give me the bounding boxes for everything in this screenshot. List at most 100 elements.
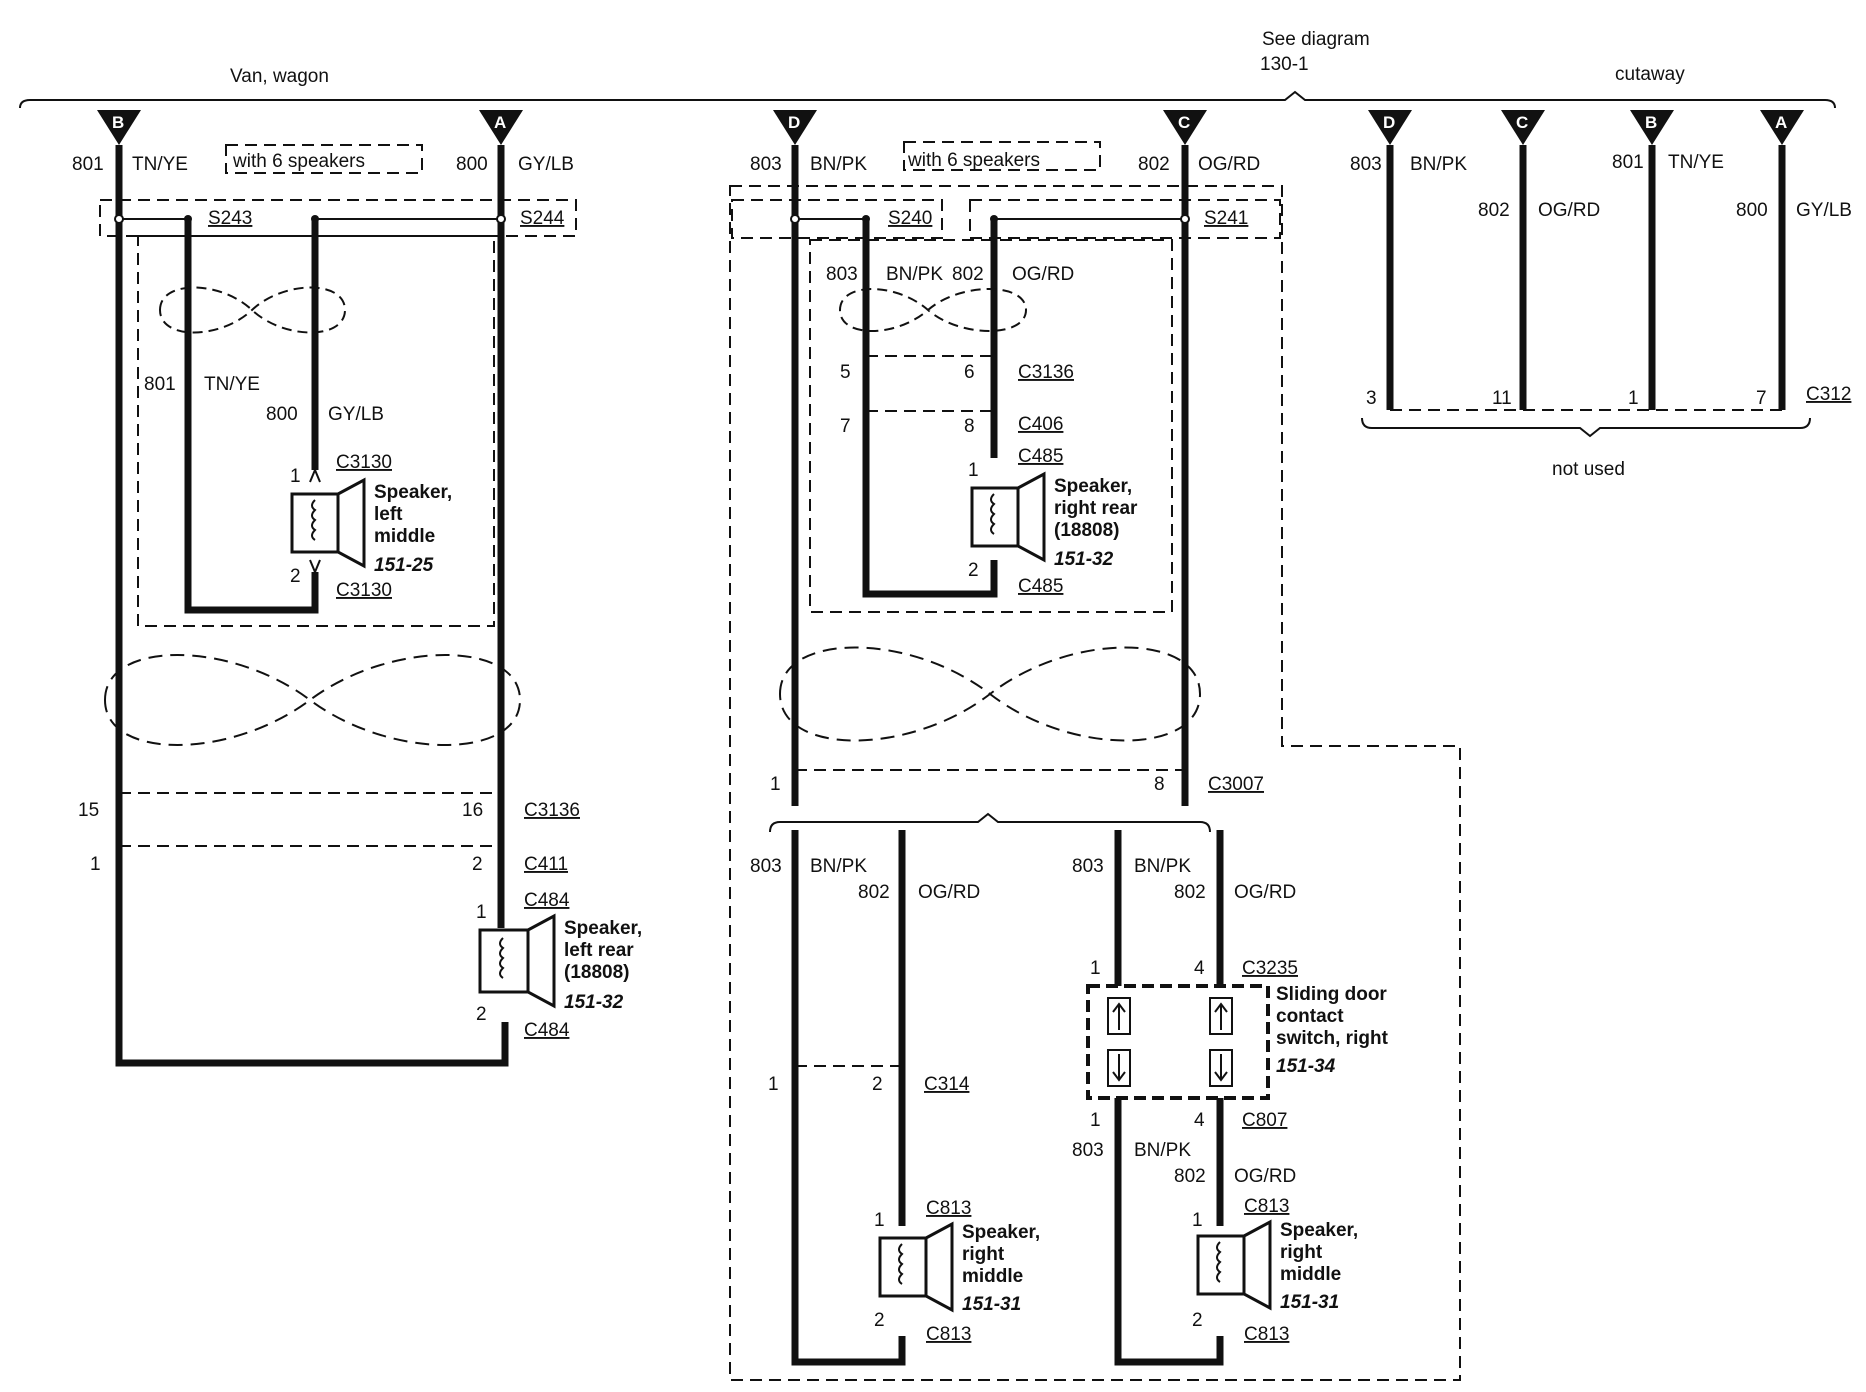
pin-number: 2 [1192, 1310, 1203, 1331]
wire-color-tnye: TN/YE [204, 374, 260, 395]
connector-c3130: C3130 [336, 580, 392, 601]
speaker-right-rear-name-3: (18808) [1054, 520, 1120, 541]
circuit-801-label: 801 [72, 154, 104, 175]
circuit-803-label: 803 [750, 154, 782, 175]
speaker-right-rear-ref: 151-32 [1054, 549, 1114, 570]
wire-801-tnye [115, 145, 509, 1067]
pin-a-right: A [1760, 110, 1804, 145]
pin-number: 1 [476, 902, 487, 923]
pin-number: 2 [874, 1310, 885, 1331]
cutaway-label: cutaway [1615, 64, 1685, 85]
connector-c3130: C3130 [336, 452, 392, 473]
connector-c3007: C3007 [1208, 774, 1264, 795]
speaker-right-middle-name: Speaker, [1280, 1220, 1358, 1241]
speaker-left-rear-ref: 151-32 [564, 992, 624, 1013]
speaker-left-rear-name-3: (18808) [564, 962, 630, 983]
speaker-right-middle-ref: 151-31 [1280, 1292, 1339, 1313]
speaker-left-rear-name-2: left rear [564, 940, 634, 961]
sliding-door-switch-icon [1086, 984, 1270, 1100]
connector-c484: C484 [524, 1020, 570, 1041]
speaker-right-middle-icon [1196, 1219, 1272, 1311]
pin-number: 5 [840, 362, 851, 383]
circuit-803-label: 803 [1350, 154, 1382, 175]
speaker-right-rear-icon [970, 471, 1046, 563]
pin-number: 7 [840, 416, 851, 437]
header-bus-line [19, 90, 1836, 109]
wire-color-bnpk: BN/PK [1134, 1140, 1191, 1161]
wire-color-ogrd: OG/RD [1198, 154, 1260, 175]
speaker-right-middle-name-3: middle [1280, 1264, 1341, 1285]
circuit-802-label: 802 [1138, 154, 1170, 175]
wire-color-ogrd: OG/RD [1234, 882, 1296, 903]
svg-text:B: B [112, 113, 124, 132]
pin-b-right: B [1630, 110, 1674, 145]
wire-color-bnpk: BN/PK [810, 856, 867, 877]
pin-d-right: D [1368, 110, 1412, 145]
wire-803-inner [862, 219, 998, 598]
splice-s241: S241 [1204, 208, 1248, 229]
wire-color-gylb: GY/LB [518, 154, 574, 175]
switch-ref: 151-34 [1276, 1056, 1336, 1077]
speaker-left-middle-name-3: middle [374, 526, 435, 547]
connector-c411: C411 [524, 854, 568, 875]
wire-color-ogrd: OG/RD [1012, 264, 1074, 285]
pin-a-left: A [479, 110, 523, 145]
see-diagram-label: See diagram [1262, 29, 1370, 50]
pin-number: 1 [290, 466, 301, 487]
with-6-speakers-label: with 6 speakers [232, 151, 365, 172]
pin-number: 1 [1192, 1210, 1203, 1231]
pin-number: 1 [90, 854, 101, 875]
wire-color-gylb: GY/LB [328, 404, 384, 425]
svg-text:B: B [1645, 113, 1657, 132]
splice-s244: S244 [520, 208, 565, 229]
pin-number: 1 [874, 1210, 885, 1231]
circuit-802-label: 802 [1478, 200, 1510, 221]
circuit-803-label: 803 [1072, 856, 1104, 877]
split-brace-mid [769, 812, 1211, 833]
connector-c813: C813 [926, 1324, 971, 1345]
pin-number: 1 [770, 774, 781, 795]
svg-text:C: C [1178, 113, 1190, 132]
pin-number: 7 [1756, 388, 1767, 409]
connector-c485: C485 [1018, 446, 1063, 467]
pin-number: 1 [768, 1074, 779, 1095]
connector-c3136: C3136 [524, 800, 580, 821]
connector-c314: C314 [924, 1074, 970, 1095]
svg-text:C: C [1516, 113, 1528, 132]
speaker-right-rear-name-2: right rear [1054, 498, 1138, 519]
with-6-speakers-tag-mid [903, 141, 1101, 171]
circuit-800-label: 800 [1736, 200, 1768, 221]
circuit-802-label: 802 [858, 882, 890, 903]
connector-c807: C807 [1242, 1110, 1287, 1131]
pin-number: 4 [1194, 958, 1205, 979]
speaker-left-middle-icon [290, 467, 366, 575]
twisted-pair-mid-large [778, 646, 1202, 742]
svg-text:A: A [1775, 113, 1787, 132]
pin-number: 1 [1090, 1110, 1101, 1131]
wire-803-lower-left [791, 830, 906, 1366]
wire-color-bnpk: BN/PK [886, 264, 943, 285]
circuit-803-label: 803 [750, 856, 782, 877]
wire-color-ogrd: OG/RD [1234, 1166, 1296, 1187]
circuit-800-label: 800 [266, 404, 298, 425]
twisted-pair-left-large [103, 654, 522, 746]
circuit-801-label: 801 [1612, 152, 1644, 173]
twisted-pair-left-small [158, 286, 347, 334]
svg-text:A: A [494, 113, 506, 132]
wire-color-bnpk: BN/PK [1134, 856, 1191, 877]
pin-number: 1 [1628, 388, 1639, 409]
pin-number: 8 [1154, 774, 1165, 795]
circuit-803-label: 803 [826, 264, 858, 285]
wire-color-gylb: GY/LB [1796, 200, 1852, 221]
wire-color-tnye: TN/YE [1668, 152, 1724, 173]
circuit-801-label: 801 [144, 374, 176, 395]
pin-number: 8 [964, 416, 975, 437]
switch-name-3: switch, right [1276, 1028, 1389, 1049]
splice-s240: S240 [888, 208, 932, 229]
speaker-right-middle-ref: 151-31 [962, 1294, 1021, 1315]
connector-c813: C813 [1244, 1324, 1289, 1345]
pin-number: 1 [968, 460, 979, 481]
splice-box-s240 [731, 199, 943, 239]
speaker-right-middle-name-3: middle [962, 1266, 1023, 1287]
switch-name-2: contact [1276, 1006, 1344, 1027]
